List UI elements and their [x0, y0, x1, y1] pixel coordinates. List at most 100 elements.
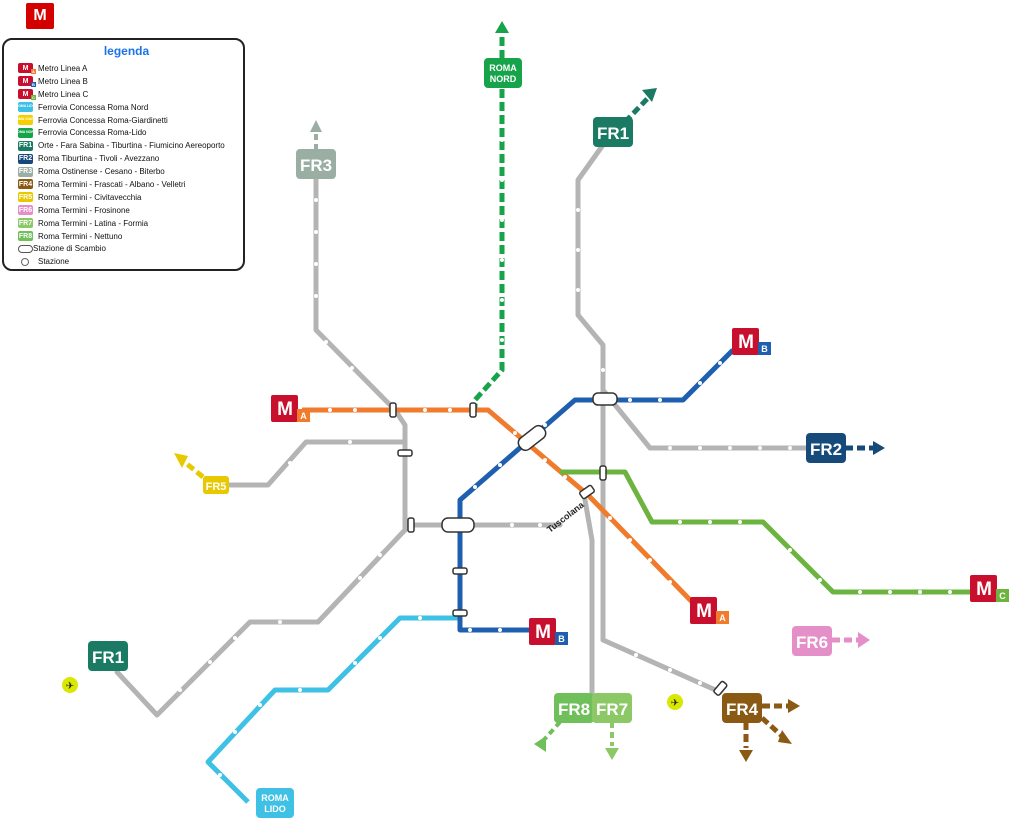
- airport-ciampino-icon: ✈: [667, 694, 683, 710]
- legend-label: Roma Termini - Frosinone: [38, 205, 130, 215]
- svg-text:A: A: [300, 411, 307, 421]
- fr4-extension-se: [760, 716, 784, 738]
- roma-giardinetti-icon: ROMA GIARD.: [14, 115, 37, 125]
- svg-text:ROMA: ROMA: [489, 63, 517, 73]
- interchange-icon: [18, 244, 33, 253]
- legend-item: FR5 Roma Termini - Civitavecchia: [18, 191, 235, 204]
- legend-label: Roma Termini - Nettuno: [38, 231, 123, 241]
- fr1-south-line: [114, 527, 408, 718]
- roma-lido-line: [205, 525, 463, 804]
- fr4-line: [600, 557, 723, 695]
- svg-text:NORD: NORD: [490, 74, 517, 84]
- legend-item: FR8 Roma Termini - Nettuno: [18, 230, 235, 243]
- legend-label: Metro Linea C: [38, 89, 89, 99]
- svg-text:A: A: [719, 613, 726, 623]
- metro-c-line: [560, 469, 972, 595]
- legend-label: Stazione di Scambio: [33, 244, 106, 254]
- svg-text:✈: ✈: [66, 681, 74, 692]
- legend-label: Orte - Fara Sabina - Tiburtina - Fiumici…: [38, 141, 225, 151]
- legend-item: Stazione: [18, 255, 235, 268]
- metro-b-line: [457, 348, 735, 633]
- fr7-arrow-icon: [605, 748, 619, 760]
- svg-text:B: B: [761, 344, 768, 354]
- svg-text:M: M: [277, 399, 293, 420]
- fr7-badge: FR7: [592, 693, 632, 723]
- svg-text:FR7: FR7: [596, 700, 628, 719]
- svg-text:✈: ✈: [671, 698, 679, 709]
- fr7-fr8-trunk-line: [582, 497, 595, 703]
- legend-title: legenda: [103, 44, 150, 58]
- svg-text:FR1: FR1: [597, 124, 629, 143]
- fr5-arrow-icon: [174, 453, 188, 468]
- fr5-extension: [180, 458, 205, 479]
- fr2-line: [600, 387, 811, 451]
- fr8-icon: FR8: [18, 231, 33, 242]
- svg-text:FR5: FR5: [206, 481, 227, 493]
- fr3-line: [313, 175, 408, 533]
- legend-label: Roma Tiburtina - Tivoli - Avezzano: [38, 154, 160, 164]
- fr3-arrow-icon: [310, 120, 322, 132]
- fr2-icon: FR2: [18, 153, 33, 164]
- fr5-line: [227, 439, 408, 488]
- legend-label: Metro Linea A: [38, 63, 88, 73]
- svg-text:FR8: FR8: [558, 700, 590, 719]
- svg-text:LIDO: LIDO: [264, 804, 286, 814]
- fr1-icon: FR1: [18, 140, 33, 151]
- legend-item: ROMA GIARD.Ferrovia Concessa Roma-Giardi…: [14, 114, 235, 127]
- fr1-north-arrow-icon: [642, 88, 657, 102]
- legend-label: Ferrovia Concessa Roma Nord: [38, 102, 149, 112]
- interchange-stations: [389, 402, 728, 696]
- fr4-arrow-se-icon: [778, 730, 792, 744]
- svg-text:ROMA: ROMA: [261, 793, 289, 803]
- svg-text:M: M: [738, 332, 754, 353]
- svg-text:M: M: [696, 601, 712, 622]
- legend-label: Roma Termini - Latina - Formia: [38, 218, 149, 228]
- fr3-badge: FR3: [296, 149, 336, 179]
- fr8-arrow-icon: [534, 736, 546, 752]
- legend-label: Roma Ostinense - Cesano - Biterbo: [38, 167, 165, 177]
- termini-interchange: [517, 424, 547, 452]
- roma-nord-badge: ROMA NORD: [484, 58, 522, 88]
- roma-nord-icon: ROMA NORD: [15, 127, 36, 138]
- fr4-arrow-east-icon: [788, 699, 800, 713]
- legend-label: Ferrovia Concessa Roma-Giardinetti: [38, 115, 168, 125]
- fr4-badge: FR4: [722, 693, 762, 723]
- fr5-badge: FR5: [203, 476, 229, 494]
- svg-text:C: C: [999, 591, 1006, 601]
- roma-nord-arrow-icon: [495, 21, 509, 33]
- legend-label: Ferrovia Concessa Roma-Lido: [38, 128, 147, 138]
- legend-item: FR1 Orte - Fara Sabina - Tiburtina - Fium…: [18, 139, 235, 152]
- svg-text:FR6: FR6: [796, 633, 828, 652]
- fr1-north-badge: FR1: [593, 117, 633, 147]
- svg-text:FR4: FR4: [726, 700, 759, 719]
- airport-fiumicino-icon: ✈: [62, 677, 78, 693]
- legend-label: Stazione: [38, 257, 70, 267]
- fr4-arrow-south-icon: [739, 750, 753, 762]
- tiburtina-interchange: [592, 392, 618, 406]
- fr8-badge: FR8: [554, 693, 594, 723]
- fr2-badge: FR2: [806, 433, 846, 463]
- fr6-arrow-icon: [858, 632, 870, 648]
- legend-label: Roma Termini - Frascati - Albano - Velle…: [38, 179, 186, 189]
- legend-item: FR7 Roma Termini - Latina - Formia: [18, 217, 235, 230]
- fr6-icon: FR6: [18, 205, 33, 216]
- roma-lido-icon: ROMA LIDO: [16, 102, 35, 113]
- fr5-icon: FR5: [18, 192, 33, 203]
- fr7-icon: FR7: [18, 218, 33, 229]
- legend-item: Stazione di Scambio: [18, 242, 235, 255]
- legend-item: FR6 Roma Termini - Frosinone: [18, 204, 235, 217]
- svg-text:B: B: [558, 634, 565, 644]
- ostiense-interchange: [441, 517, 475, 533]
- svg-text:FR1: FR1: [92, 648, 124, 667]
- legend-label: Roma Termini - Civitavecchia: [38, 192, 142, 202]
